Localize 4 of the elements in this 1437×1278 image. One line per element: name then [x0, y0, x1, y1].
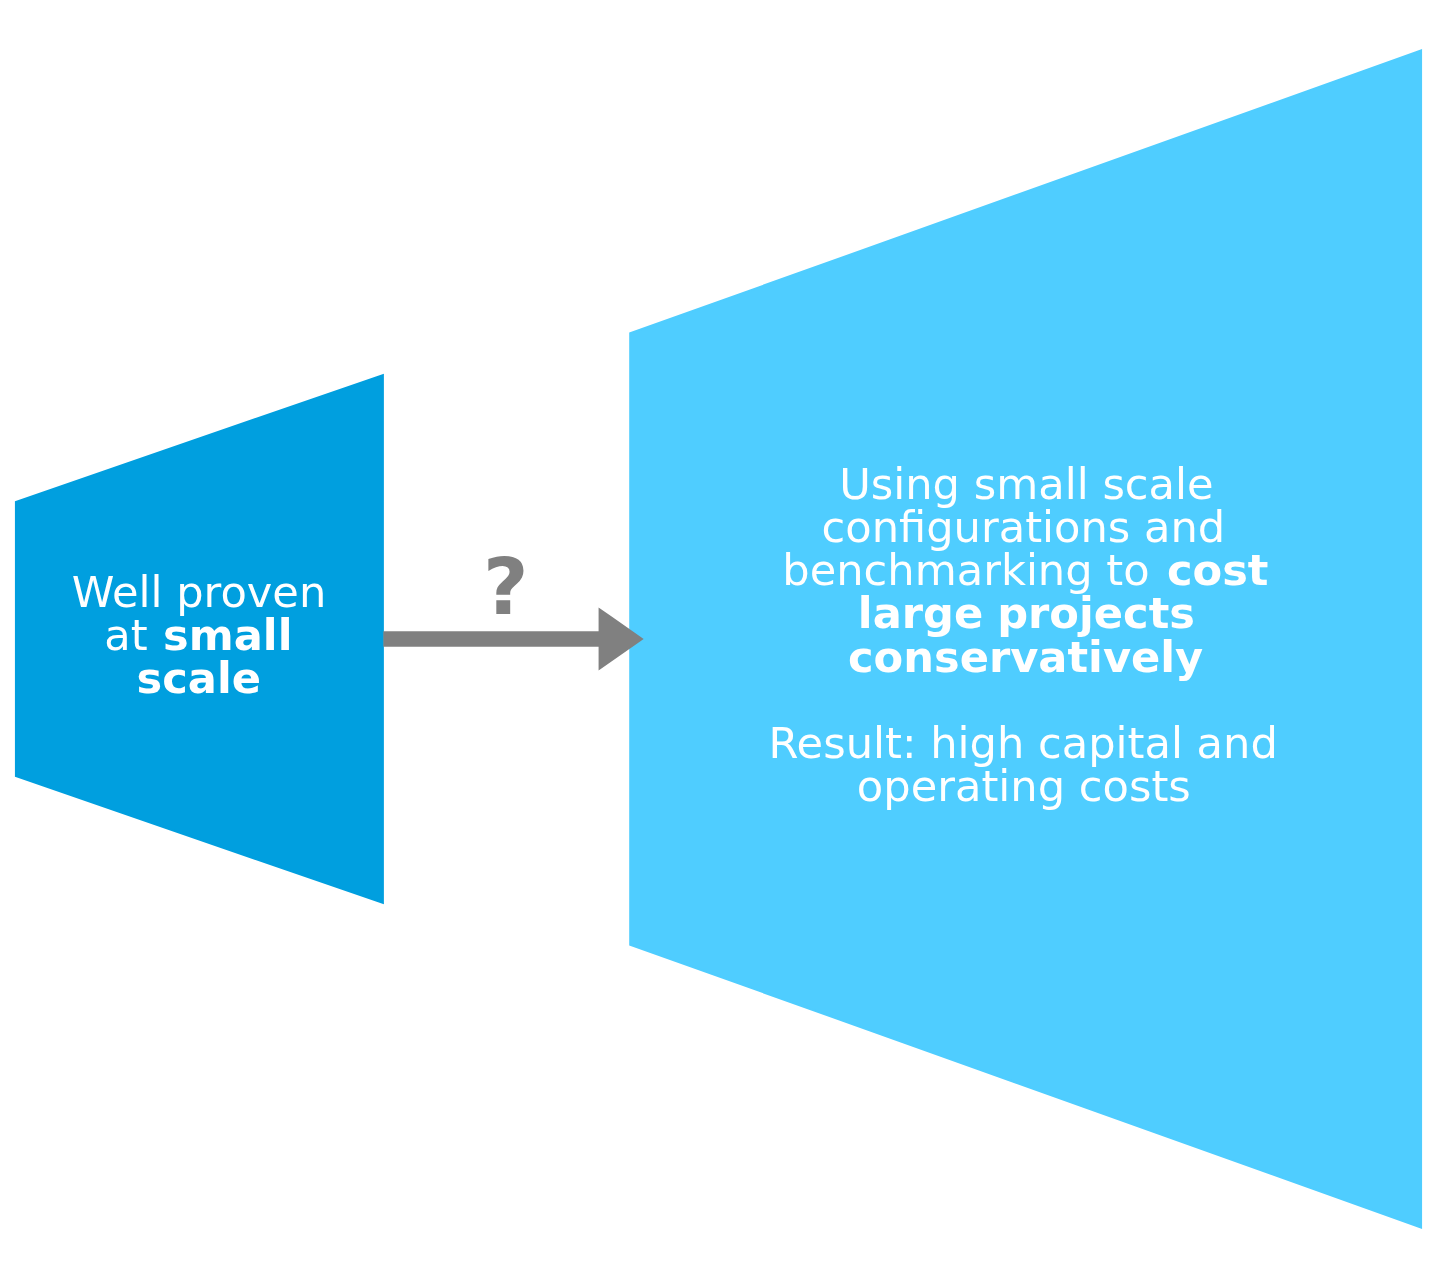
edge-label: ? — [482, 540, 529, 633]
node-box: Well proven at small scale — [14, 373, 384, 905]
arrow — [383, 607, 644, 671]
node-box: Using small scale configurations and benchmarking to cost large projects conservatively Result: high capital and operating costs — [629, 49, 1423, 1229]
